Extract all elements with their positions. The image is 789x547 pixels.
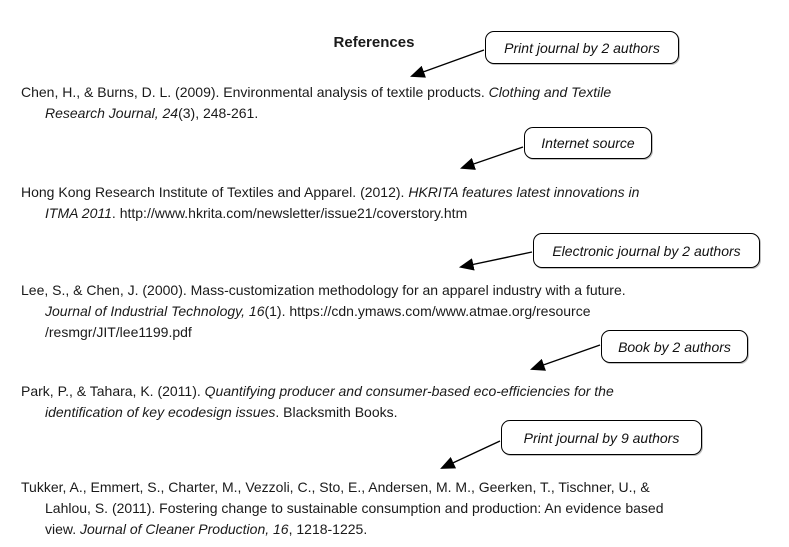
ref-line: Hong Kong Research Institute of Textiles… <box>21 182 639 203</box>
callout-internet-source: Internet source <box>524 127 652 159</box>
ref-text-segment: Hong Kong Research Institute of Textiles… <box>21 184 409 200</box>
callout-arrow-book <box>530 344 601 371</box>
reference-entry-lee: Lee, S., & Chen, J. (2000). Mass-customi… <box>21 280 626 343</box>
ref-line: Tukker, A., Emmert, S., Charter, M., Vez… <box>21 477 664 498</box>
callout-book-2-authors: Book by 2 authors <box>601 330 748 363</box>
reference-entry-hkrita: Hong Kong Research Institute of Textiles… <box>21 182 639 224</box>
ref-line: identification of key ecodesign issues. … <box>21 402 614 423</box>
ref-line: Lee, S., & Chen, J. (2000). Mass-customi… <box>21 280 626 301</box>
reference-entry-park: Park, P., & Tahara, K. (2011). Quantifyi… <box>21 381 614 423</box>
ref-line: /resmgr/JIT/lee1199.pdf <box>21 322 626 343</box>
ref-line: Journal of Industrial Technology, 16(1).… <box>21 301 626 322</box>
ref-book-title: Quantifying producer and consumer-based … <box>204 383 614 399</box>
ref-text-segment: view. <box>45 521 81 537</box>
ref-line: view. Journal of Cleaner Production, 16,… <box>21 519 664 540</box>
ref-line: ITMA 2011. http://www.hkrita.com/newslet… <box>21 203 639 224</box>
ref-text-segment: Chen, H., & Burns, D. L. (2009). Environ… <box>21 84 489 100</box>
ref-url-text: (1). https://cdn.ymaws.com/www.atmae.org… <box>264 303 591 319</box>
ref-line: Research Journal, 24(3), 248-261. <box>21 103 611 124</box>
ref-work-title: HKRITA features latest innovations in <box>408 184 640 200</box>
callout-label: Print journal by 2 authors <box>504 39 660 56</box>
ref-journal-title: Journal of Cleaner Production, 16 <box>80 521 289 537</box>
callout-label: Print journal by 9 authors <box>523 429 680 446</box>
callout-arrow-print-journal-2 <box>410 49 485 78</box>
ref-journal-title: Journal of Industrial Technology, 16 <box>45 303 265 319</box>
callout-arrow-print-journal-9 <box>440 440 501 469</box>
ref-book-title: identification of key ecodesign issues <box>45 404 276 420</box>
ref-text-segment: , 1218-1225. <box>288 521 368 537</box>
ref-line: Chen, H., & Burns, D. L. (2009). Environ… <box>21 82 611 103</box>
reference-entry-tukker: Tukker, A., Emmert, S., Charter, M., Vez… <box>21 477 664 540</box>
ref-journal-title: Research Journal, 24 <box>45 105 179 121</box>
callout-label: Internet source <box>541 135 635 151</box>
ref-work-title: ITMA 2011 <box>45 205 112 221</box>
callout-label: Electronic journal by 2 authors <box>552 242 741 259</box>
callout-arrow-electronic-journal <box>458 251 533 271</box>
callout-print-journal-9-authors: Print journal by 9 authors <box>501 420 702 455</box>
callout-label: Book by 2 authors <box>618 338 731 355</box>
ref-url-text: /resmgr/JIT/lee1199.pdf <box>45 324 192 340</box>
ref-text-segment: Lahlou, S. (2011). Fostering change to s… <box>45 500 664 516</box>
ref-url-text: . http://www.hkrita.com/newsletter/issue… <box>111 205 468 221</box>
ref-text-segment: Lee, S., & Chen, J. (2000). Mass-customi… <box>21 282 626 298</box>
callout-arrow-internet-source <box>460 146 524 170</box>
callout-print-journal-2-authors: Print journal by 2 authors <box>485 31 679 64</box>
ref-text-segment: Tukker, A., Emmert, S., Charter, M., Vez… <box>21 479 650 495</box>
ref-text-segment: Park, P., & Tahara, K. (2011). <box>21 383 205 399</box>
page-title: References <box>333 34 415 51</box>
ref-text-segment: (3), 248-261. <box>178 105 259 121</box>
ref-line: Park, P., & Tahara, K. (2011). Quantifyi… <box>21 381 614 402</box>
ref-text-segment: . Blacksmith Books. <box>275 404 398 420</box>
ref-line: Lahlou, S. (2011). Fostering change to s… <box>21 498 664 519</box>
callout-electronic-journal-2-authors: Electronic journal by 2 authors <box>533 233 760 268</box>
ref-journal-title: Clothing and Textile <box>488 84 612 100</box>
reference-entry-chen: Chen, H., & Burns, D. L. (2009). Environ… <box>21 82 611 124</box>
